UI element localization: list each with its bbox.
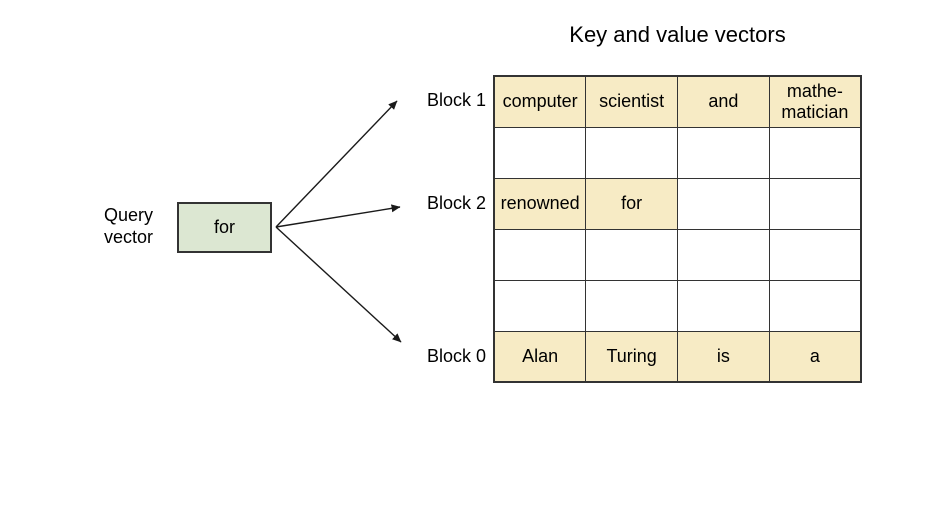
table-cell (677, 126, 770, 179)
table-row (493, 126, 862, 179)
table-cell: a (768, 330, 862, 383)
table-cell: Alan (493, 330, 587, 383)
query-vector-box: for (177, 202, 272, 253)
table-cell: is (677, 330, 770, 383)
block-0-label: Block 0 (426, 346, 486, 366)
block-2-label: Block 2 (426, 193, 486, 213)
table-cell (677, 177, 770, 230)
table-cell (585, 279, 678, 332)
arrow-to-block-0 (275, 226, 402, 343)
table-cell (768, 126, 862, 179)
table-cell (493, 126, 587, 179)
table-cell (493, 228, 587, 281)
table-cell: for (585, 177, 678, 230)
table-cell (585, 228, 678, 281)
table-cell: Turing (585, 330, 678, 383)
arrow-to-block-1 (275, 100, 398, 228)
table-cell: computer (493, 75, 587, 128)
table-cell: renowned (493, 177, 587, 230)
arrow-to-block-2 (275, 204, 401, 228)
table-cell (768, 279, 862, 332)
table-cell (768, 177, 862, 230)
query-vector-label: Query vector (104, 205, 154, 247)
table-cell (585, 126, 678, 179)
table-cell: mathe-matician (768, 75, 862, 128)
table-cell (768, 228, 862, 281)
query-vector-value: for (213, 217, 235, 237)
table-cell: and (677, 75, 770, 128)
table-cell (493, 279, 587, 332)
table-cell (677, 279, 770, 332)
table-cell (677, 228, 770, 281)
table-cell: scientist (585, 75, 678, 128)
diagram-title: Key and value vectors (569, 22, 786, 47)
table-row (493, 279, 862, 332)
table-row (493, 228, 862, 281)
block-1-label: Block 1 (426, 90, 486, 110)
